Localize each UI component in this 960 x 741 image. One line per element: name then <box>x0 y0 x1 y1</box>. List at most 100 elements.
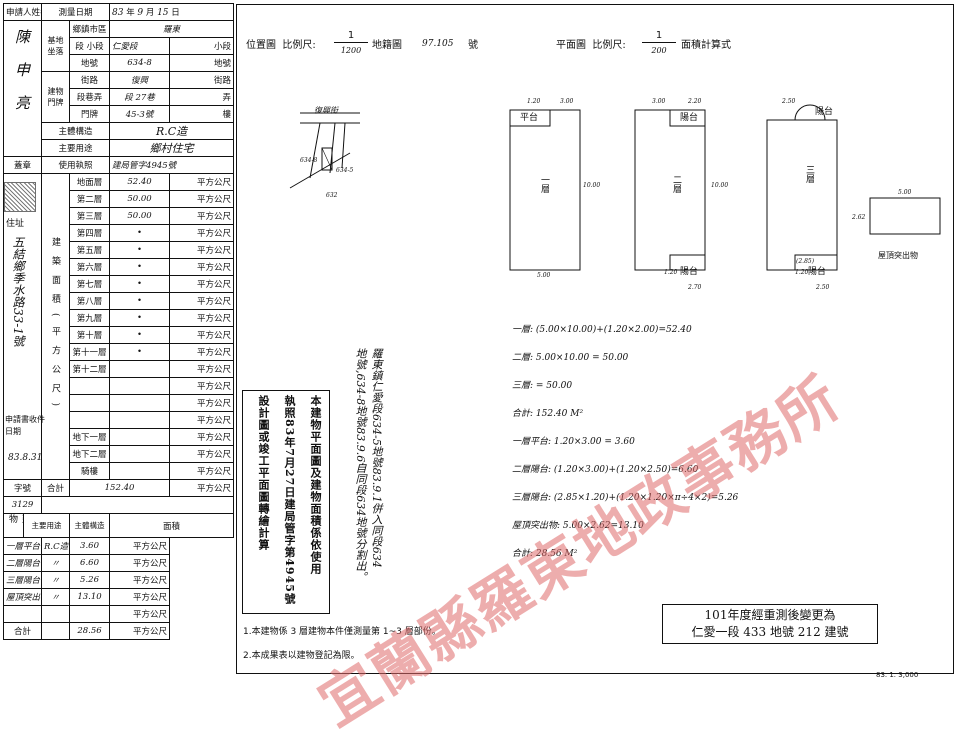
annex-use <box>2 605 43 623</box>
plan-2-name: 二層 <box>671 175 681 193</box>
floor-area-value: 50.00 <box>109 190 171 208</box>
annex-area <box>69 605 111 623</box>
lot-value: 634-8 <box>109 54 171 72</box>
floor-area-value: • <box>109 309 171 327</box>
floor-row: 第十一層•平方公尺 <box>4 343 235 361</box>
annex-area-unit: 平方公尺 <box>109 554 171 572</box>
floor-name <box>69 411 111 429</box>
dim-1c: 10.00 <box>583 182 601 189</box>
floor-area-value <box>109 360 171 378</box>
number-value: 45-3號 <box>109 105 171 123</box>
annex-structure-label: 主體構造 <box>69 513 111 538</box>
floor-area-unit: 平方公尺 <box>169 445 235 463</box>
map-lot-b: 634-5 <box>336 167 354 174</box>
total-label: 合計 <box>41 479 71 497</box>
floor-area-value <box>109 411 171 429</box>
floor-area-unit: 平方公尺 <box>169 343 235 361</box>
annex-area-unit: 平方公尺 <box>109 588 171 606</box>
dim-3a: 2.50 <box>782 98 796 105</box>
annex-use: 二層陽台 <box>2 554 43 572</box>
license-label: 使用執照 <box>41 156 111 174</box>
floor-name: 第三層 <box>69 207 111 225</box>
calc-line: 一層平台: 1.20×3.00 = 3.60 <box>512 437 635 447</box>
floor-row: 第九層•平方公尺 <box>4 309 235 327</box>
note-2: 2.本成果表以建物登記為限。 <box>243 651 360 661</box>
dim-roof-a: 5.00 <box>898 189 912 196</box>
number-label: 門牌 <box>69 105 111 123</box>
certify-col1: 本建物平面圖及建物面積係依使用 <box>309 395 322 575</box>
certify-col2: 執照83年7月27日建局管字第4945號 <box>283 395 296 605</box>
applicant-name: 陳申亮 <box>13 29 31 128</box>
dim-roof-b: 2.62 <box>852 214 866 221</box>
lot-unit: 地號 <box>169 54 235 72</box>
annex-area: 5.26 <box>69 571 111 589</box>
calc-line: 合計: 28.56 M² <box>512 549 578 559</box>
floor-name <box>69 377 111 395</box>
survey-date-label: 測量日期 <box>41 3 111 21</box>
floor-name: 騎樓 <box>69 462 111 480</box>
note-1: 1.本建物係 3 層建物本件僅測量第 1~3 層部份。 <box>243 627 441 637</box>
floor-area-value: • <box>109 326 171 344</box>
floor-area-unit: 平方公尺 <box>169 258 235 276</box>
dim-3c: 2.50 <box>816 284 830 291</box>
plan-header: 平面圖 比例尺: <box>556 40 626 51</box>
plan-3-balcony-bottom <box>794 254 838 271</box>
floor-area-value: • <box>109 241 171 259</box>
plan-2-balcony-top <box>669 109 706 127</box>
annex-area-unit: 平方公尺 <box>109 571 171 589</box>
use-label: 主要用途 <box>41 139 111 157</box>
applicant-name-cell: 陳申亮 <box>2 20 43 157</box>
lane-label: 段巷弄 <box>69 88 111 106</box>
plan-3-balcony-top <box>794 104 826 121</box>
seal-stamp <box>4 182 36 212</box>
plan-3-outline <box>766 119 838 271</box>
floor-area-value <box>109 377 171 395</box>
land-lot-label: 基地坐落 <box>41 20 71 72</box>
floor-unit: 樓 <box>169 105 235 123</box>
subsection-unit: 小段 <box>169 37 235 55</box>
road-label: 復興街 <box>314 106 338 115</box>
floor-area-value: • <box>109 258 171 276</box>
floor-name: 第二層 <box>69 190 111 208</box>
map-label: 地籍圖 <box>372 40 402 51</box>
floor-area-unit: 平方公尺 <box>169 309 235 327</box>
location-scale-num: 1 <box>334 30 368 43</box>
plan-3-name: 三層 <box>804 165 814 183</box>
floor-name <box>69 394 111 412</box>
floor-area-value: • <box>109 343 171 361</box>
floor-name: 第六層 <box>69 258 111 276</box>
total-unit: 平方公尺 <box>169 479 235 497</box>
annex-use-label: 主要用途 <box>22 513 71 538</box>
calc-line: 屋頂突出物: 5.00×2.62=13.10 <box>512 521 644 531</box>
floor-area-unit: 平方公尺 <box>169 224 235 242</box>
plan-2-balcony-bottom <box>669 254 706 271</box>
street-unit: 街路 <box>169 71 235 89</box>
annex-structure: 〃 <box>41 571 71 589</box>
survey-sheet: 申請人姓名 測量日期 83 年 9 月 15 日 陳申亮 基地坐落 鄉鎮市區 羅… <box>2 3 954 739</box>
floor-row: 地下一層平方公尺 <box>4 428 235 446</box>
street-value: 復興 <box>109 71 171 89</box>
floor-row: 平方公尺 <box>4 394 235 412</box>
drawing-frame <box>236 4 954 674</box>
floor-name: 第十一層 <box>69 343 111 361</box>
dim-3b: 1.20 <box>795 269 809 276</box>
annex-area: 13.10 <box>69 588 111 606</box>
township-value: 羅東 <box>109 20 235 38</box>
structure-label: 主體構造 <box>41 122 111 140</box>
floor-area-unit: 平方公尺 <box>169 360 235 378</box>
annex-area: 3.60 <box>69 537 111 555</box>
apply-date-value: 83.8.31 <box>8 453 43 463</box>
renumber-stamp: 101年度經重測後變更為 仁愛一段 433 地號 212 建號 <box>662 604 878 644</box>
annex-area: 6.60 <box>69 554 111 572</box>
floor-area-unit: 平方公尺 <box>169 292 235 310</box>
dim-2a: 3.00 <box>652 98 666 105</box>
dim-2e: 2.70 <box>688 284 702 291</box>
floor-area-value: • <box>109 292 171 310</box>
location-header: 位置圖 比例尺: <box>246 40 316 51</box>
